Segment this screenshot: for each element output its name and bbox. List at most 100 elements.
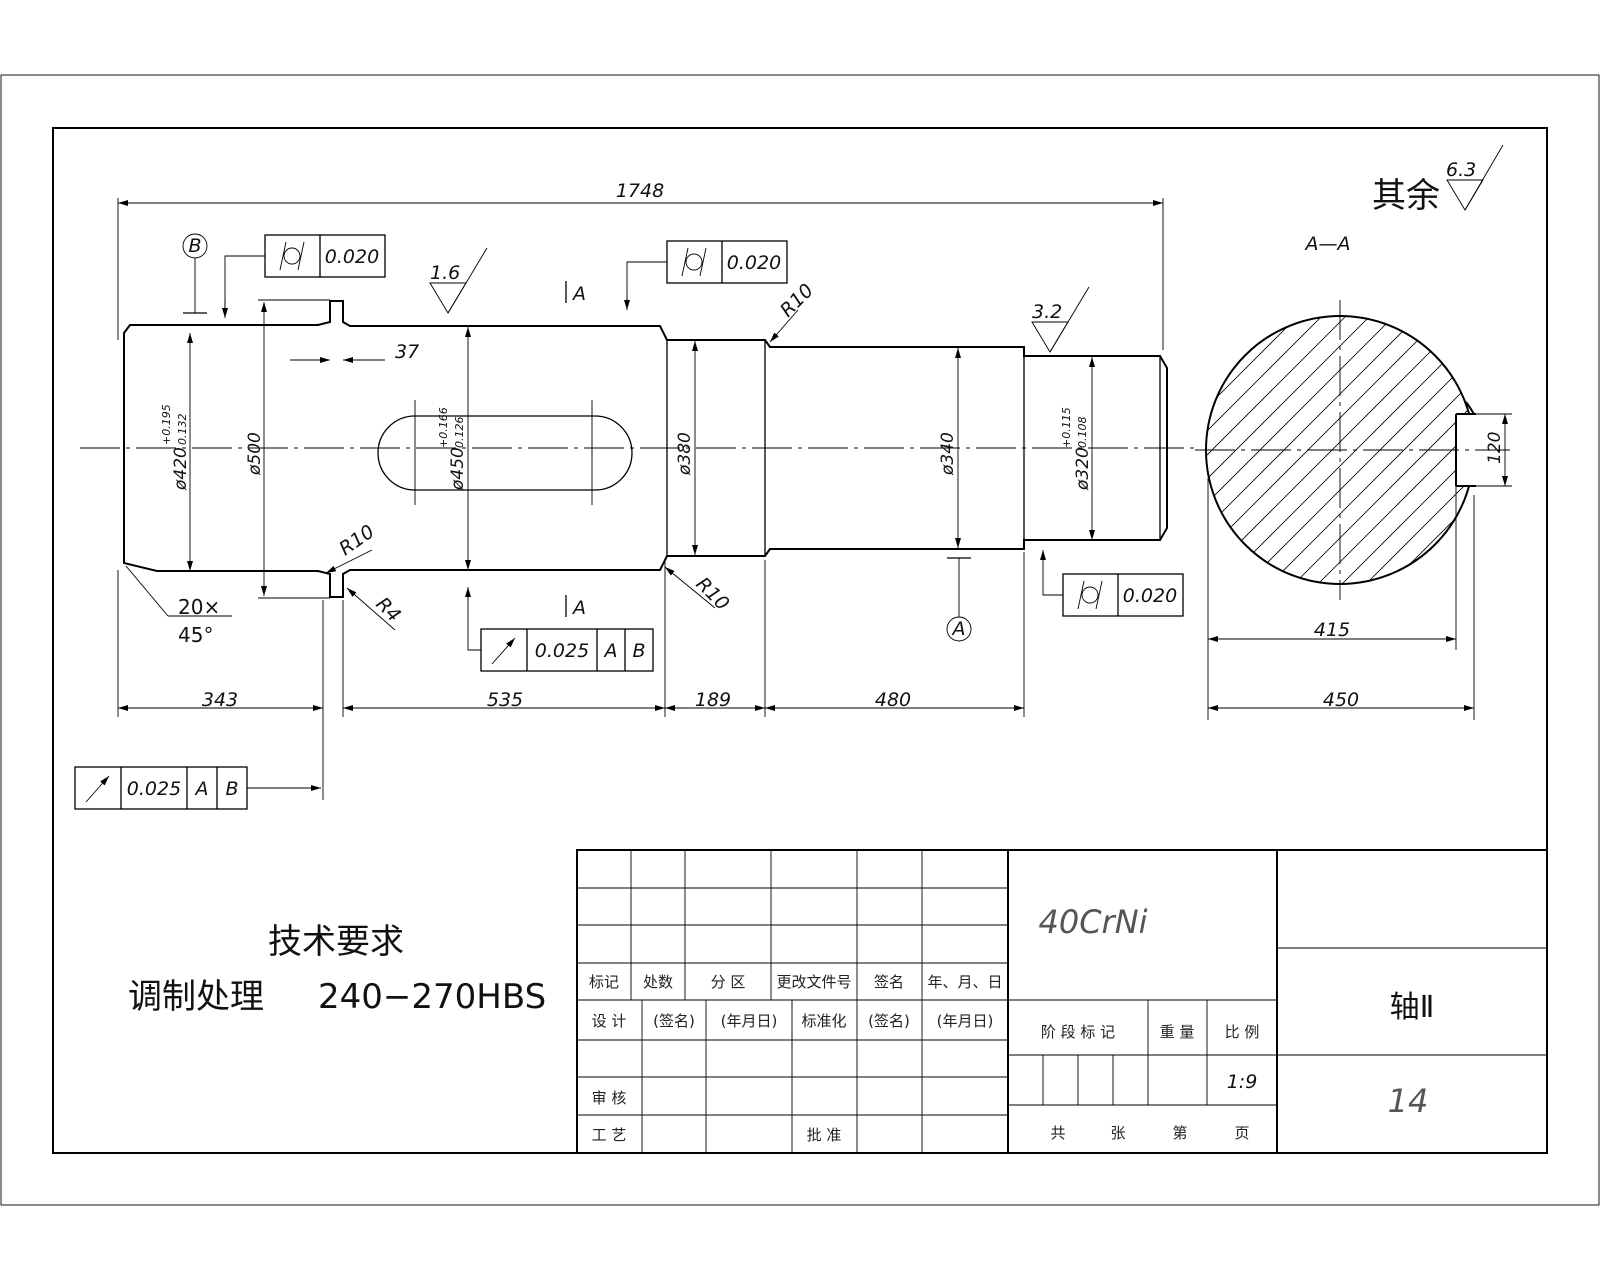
radius-r10-bottom: R10 — [691, 573, 733, 615]
tb-rev-count: 处数 — [643, 973, 673, 991]
dim-overall-length: 1748 — [117, 180, 1164, 350]
gdt-cylindricity-right: 0.020 — [1040, 550, 1184, 617]
dim-segments: 343 535 189 480 — [117, 552, 1025, 800]
section-hatch-line — [1315, 316, 1474, 584]
tb-rev-zone: 分 区 — [711, 973, 746, 991]
dim-dia500-text: ø500 — [245, 432, 265, 476]
tb-standardize: 标准化 — [801, 1012, 846, 1030]
gdt-runout-mid-value: 0.025 — [535, 640, 589, 662]
dim-dia420-text: ø420 — [171, 447, 191, 491]
tb-scale-value: 1:9 — [1227, 1071, 1258, 1093]
tb-process: 工 艺 — [592, 1126, 627, 1144]
tb-review: 审 核 — [592, 1089, 627, 1107]
cylindricity-icon — [279, 241, 305, 271]
datum-a-letter: A — [951, 618, 966, 640]
section-hatch-line — [1206, 316, 1397, 584]
tb-approve: 批 准 — [807, 1126, 842, 1144]
section-hatch-line — [884, 290, 1204, 610]
radius-callouts: R10 R10 R4 R10 — [325, 280, 818, 631]
gdt-runout-middle: 0.025 A B — [465, 587, 654, 672]
tb-rev-mark: 标记 — [589, 973, 619, 991]
dim-120-text: 120 — [1485, 432, 1505, 464]
tb-sheet-no: 第 — [1172, 1124, 1187, 1142]
dim-dia450-text: ø450 — [448, 447, 468, 491]
section-view: A—A 120 415 450 — [860, 233, 1512, 720]
outer-border — [0, 74, 1600, 1206]
tb-page: 页 — [1234, 1124, 1249, 1142]
gdt-runout-mid-ref-b: B — [632, 640, 645, 662]
datum-a-symbol: A — [946, 557, 972, 642]
tb-weight: 重 量 — [1160, 1023, 1195, 1041]
datum-b-letter: B — [188, 235, 201, 257]
shaft-outline — [123, 300, 1168, 598]
section-cut-bottom-label: A — [571, 597, 586, 619]
dim-collar-width: 37 — [290, 341, 419, 363]
keyway-slot — [377, 415, 633, 491]
sf-3-2-text: 3.2 — [1032, 301, 1062, 323]
dim-dia380-text: ø380 — [675, 432, 695, 476]
sf-general-value: 6.3 — [1446, 159, 1476, 181]
dim-1748-text: 1748 — [616, 180, 664, 202]
chamfer-callout: 20× 45° — [125, 565, 232, 647]
surface-finish-3-2: 3.2 — [1031, 286, 1090, 353]
radius-r10-top: R10 — [776, 280, 818, 322]
tb-rev-docno: 更改文件号 — [776, 973, 851, 991]
dim-dia320-text: ø320 — [1073, 447, 1093, 491]
dim-37-text: 37 — [395, 341, 419, 363]
cylindricity-icon — [1077, 580, 1103, 610]
tb-sheets-total: 共 — [1050, 1124, 1065, 1142]
tb-design-sign: (签名) — [653, 1012, 695, 1030]
section-hatch-line — [1363, 316, 1474, 584]
tb-scale-label: 比 例 — [1225, 1023, 1260, 1041]
section-hatch-line — [1339, 316, 1474, 584]
tb-part-name: 轴Ⅱ — [1390, 990, 1435, 1025]
datum-b-symbol: B — [182, 233, 208, 314]
dim-dia450-tol-upper: +0.166 — [437, 407, 450, 448]
dim-189-text: 189 — [695, 689, 731, 711]
section-hatch-line — [1206, 316, 1349, 584]
notes-hardness: 240−270HBS — [318, 977, 546, 1017]
dim-dia420-tol-upper: +0.195 — [160, 404, 173, 445]
sf-general-prefix: 其余 — [1372, 176, 1440, 216]
chamfer-angle-text: 45° — [178, 623, 213, 647]
gdt-cylindricity-left: 0.020 — [222, 234, 386, 318]
gdt-runout-mid-ref-a: A — [603, 640, 618, 662]
runout-arrow-icon — [85, 775, 110, 803]
chamfer-size-text: 20× — [178, 595, 220, 619]
tb-design-date: (年月日) — [721, 1012, 778, 1030]
gdt-right-value: 0.020 — [1123, 585, 1177, 607]
sf-1-6-text: 1.6 — [430, 262, 460, 284]
gdt-runout-left: 0.025 A B — [74, 766, 321, 810]
gdt-runout-left-ref-a: A — [194, 778, 209, 800]
tb-stage-mark: 阶 段 标 记 — [1041, 1023, 1115, 1041]
surface-finish-general: 其余 6.3 — [1372, 144, 1504, 216]
gdt-middle-value: 0.020 — [727, 252, 781, 274]
dim-dia320-tol-lower: 0.108 — [1076, 417, 1089, 449]
dim-343-text: 343 — [202, 689, 238, 711]
dim-450-text: 450 — [1323, 689, 1359, 711]
section-cut-top-label: A — [571, 283, 586, 305]
tb-design: 设 计 — [592, 1012, 627, 1030]
title-block: 标记 处数 分 区 更改文件号 签名 年、月、日 设 计 (签名) (年月日) … — [576, 849, 1548, 1154]
dim-415-text: 415 — [1314, 619, 1350, 641]
tb-material: 40CrNi — [1038, 903, 1147, 941]
dim-dia340-text: ø340 — [938, 432, 958, 476]
tb-std-date: (年月日) — [937, 1012, 994, 1030]
gdt-left-value: 0.020 — [325, 246, 379, 268]
section-hatch-line — [860, 290, 1180, 610]
gdt-runout-left-ref-b: B — [225, 778, 238, 800]
section-title: A—A — [1304, 233, 1351, 255]
runout-arrow-icon — [491, 637, 516, 665]
section-hatch-line — [1243, 316, 1474, 584]
technical-requirements: 技术要求 调制处理 240−270HBS — [128, 922, 546, 1017]
tb-drawing-no: 14 — [1388, 1082, 1429, 1120]
notes-treatment: 调制处理 — [128, 977, 264, 1017]
section-hatch-line — [1206, 316, 1325, 584]
dim-dia320-tol-upper: +0.115 — [1060, 407, 1073, 448]
gdt-cylindricity-middle: 0.020 — [624, 240, 788, 310]
tb-sheets-unit: 张 — [1110, 1124, 1125, 1142]
section-cut-markers: A A — [565, 281, 586, 619]
radius-r10-collar: R10 — [335, 521, 378, 560]
